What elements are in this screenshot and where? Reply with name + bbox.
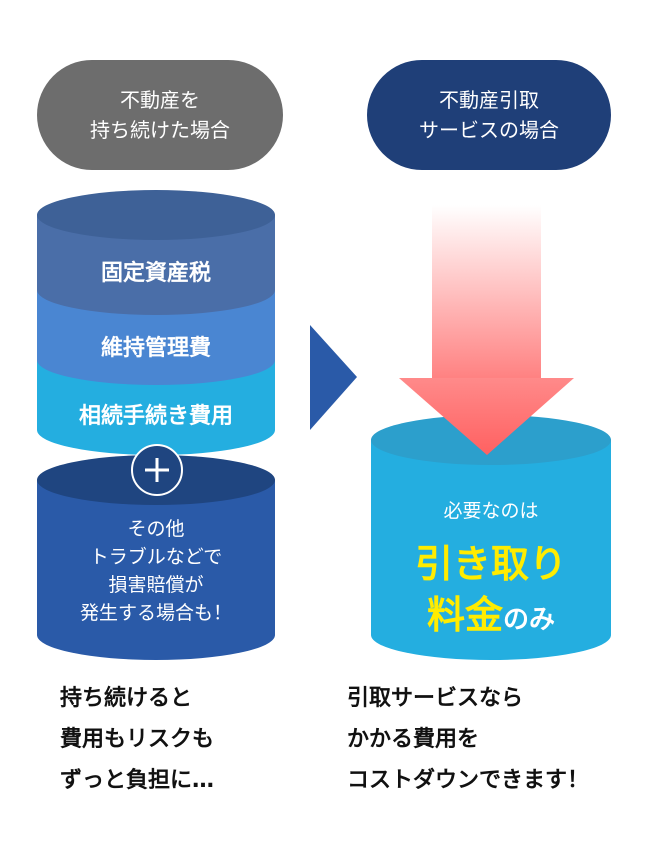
- right-badge: [367, 60, 611, 170]
- maintenance-label: 維持管理費: [100, 336, 211, 361]
- caption-line: 持ち続けると: [60, 686, 193, 711]
- other-line: その他: [127, 518, 185, 540]
- highlight-fee: 料金: [426, 593, 503, 637]
- left-badge: [37, 60, 283, 170]
- need-text: 必要なのは: [443, 500, 539, 522]
- only-suffix: のみ: [503, 605, 556, 635]
- other-risks-text: その他 トラブルなどで 損害賠償が 発生する場合も！: [37, 515, 275, 627]
- caption-line: ずっと負担に…: [60, 768, 215, 793]
- layer-maintenance: [37, 290, 275, 385]
- caption-line: かかる費用を: [347, 727, 480, 752]
- left-caption: 持ち続けると 費用もリスクも ずっと負担に…: [60, 678, 214, 801]
- chevron-right-icon: [310, 325, 357, 430]
- highlight-pickup: 引き取り: [414, 542, 567, 586]
- right-badge-text: 不動産引取 サービスの場合: [367, 85, 611, 145]
- right-badge-line: 不動産引取: [439, 88, 539, 112]
- caption-line: 費用もリスクも: [60, 727, 215, 752]
- inheritance-label: 相続手続き費用: [78, 404, 233, 429]
- other-line: トラブルなどで: [89, 546, 223, 568]
- highlight-fee-line: 料金のみ: [371, 584, 611, 639]
- layer-property-tax: [37, 190, 275, 315]
- layer-inheritance: [37, 360, 275, 455]
- left-badge-line: 持ち続けた場合: [90, 118, 230, 142]
- property-tax-label: 固定資産税: [100, 261, 211, 286]
- right-badge-line: サービスの場合: [419, 118, 559, 142]
- other-line: 発生する場合も！: [79, 602, 232, 624]
- left-badge-text: 不動産を 持ち続けた場合: [37, 85, 283, 145]
- caption-line: コストダウンできます！: [347, 768, 590, 793]
- caption-line: 引取サービスなら: [347, 686, 524, 711]
- down-arrow-icon: [399, 205, 574, 455]
- right-caption: 引取サービスなら かかる費用を コストダウンできます！: [347, 678, 589, 801]
- other-line: 損害賠償が: [108, 574, 204, 596]
- left-badge-line: 不動産を: [120, 88, 200, 112]
- plus-icon: [131, 444, 183, 496]
